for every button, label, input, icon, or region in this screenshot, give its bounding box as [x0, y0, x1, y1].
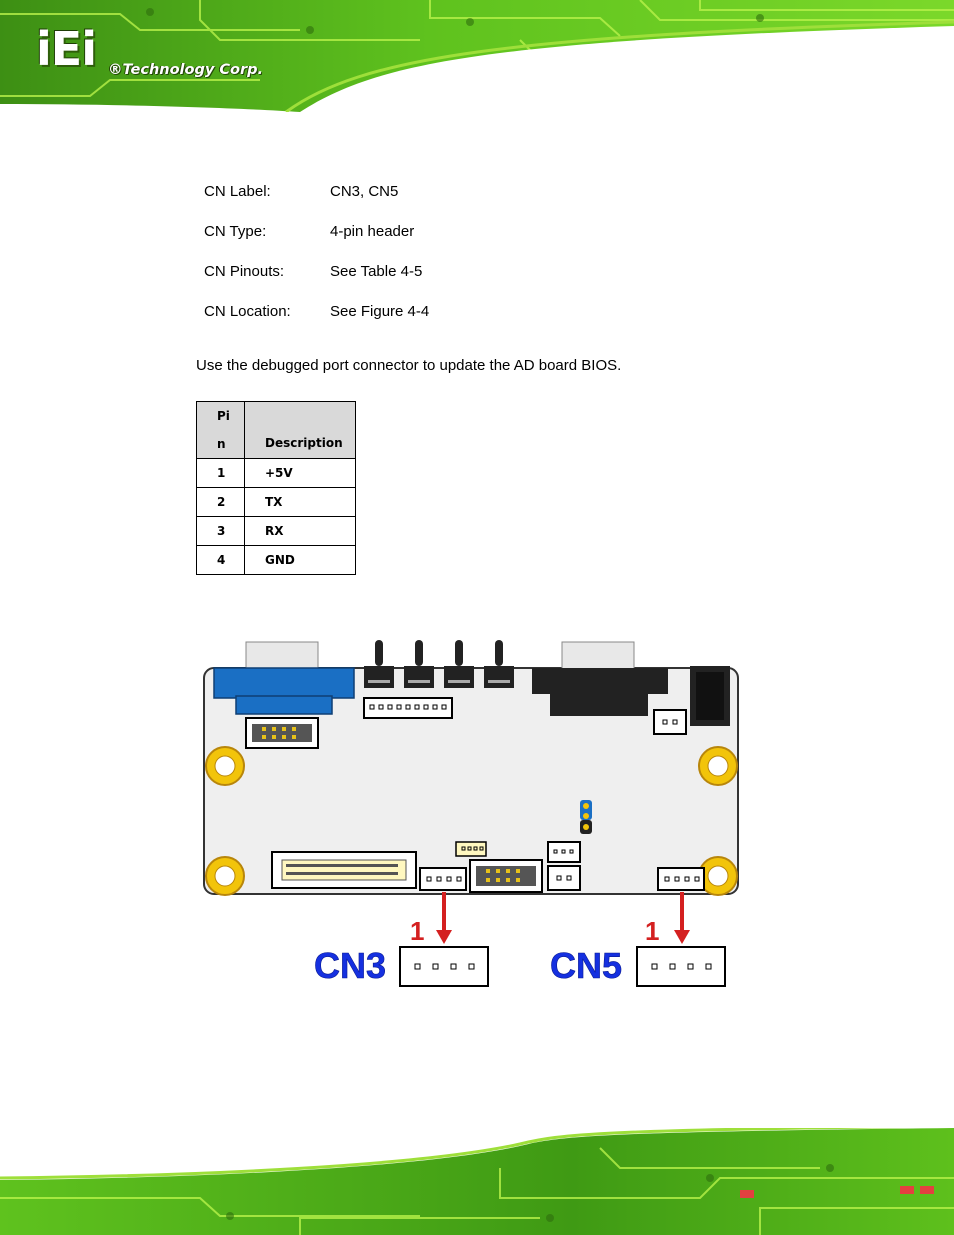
- jumper: [580, 800, 592, 834]
- pin-description: GND: [265, 553, 295, 567]
- pin-header-10: [245, 717, 319, 749]
- pin-number: 3: [217, 524, 226, 538]
- arrow-cn3: [436, 892, 452, 944]
- pin-header-line1: Pi: [217, 409, 230, 423]
- arrow-cn5: [674, 892, 690, 944]
- pin-header-line2: n: [217, 437, 226, 451]
- info-label: CN Pinouts:: [204, 263, 285, 280]
- description-header-text: Description: [265, 436, 343, 450]
- info-label: CN Type:: [204, 223, 267, 240]
- black-d-sub-connector: [532, 641, 668, 716]
- table-row: 1 +5V: [196, 458, 356, 488]
- table-row: 4 GND: [196, 545, 356, 575]
- cn5-board-header: [657, 867, 705, 891]
- cn3-label: CN3: [314, 945, 386, 986]
- pin-number: 2: [217, 495, 226, 509]
- mounting-holes: [205, 746, 738, 896]
- board-diagram: 1 1 CN3 CN5: [203, 640, 739, 987]
- pin-header-2: [653, 709, 687, 735]
- pin-header-3: [547, 841, 581, 863]
- vga-connector: [213, 641, 355, 715]
- pin-column-header: Pi n: [196, 401, 245, 459]
- info-value: CN3, CN5: [330, 183, 399, 200]
- tact-switches: [364, 640, 514, 688]
- description-paragraph: Use the debugged port connector to updat…: [196, 357, 622, 374]
- small-header-4: [455, 841, 487, 857]
- cn3-board-header: [419, 867, 467, 891]
- logo-mark: iEi: [36, 22, 97, 76]
- info-value: 4-pin header: [330, 223, 415, 240]
- cn5-pin1-marker: 1: [645, 916, 659, 946]
- info-value: See Figure 4-4: [330, 303, 430, 320]
- info-label: CN Location:: [204, 303, 291, 320]
- description-column-header: Description: [244, 401, 356, 459]
- table-row: 2 TX: [196, 487, 356, 517]
- pin-description: TX: [265, 495, 283, 509]
- power-jack: [690, 666, 730, 726]
- ide-connector: [271, 851, 417, 889]
- pin-header-9: [363, 697, 453, 719]
- circuit-board-footer-image: [0, 1128, 954, 1235]
- pin-number: 4: [217, 553, 226, 567]
- info-value: See Table 4-5: [330, 263, 423, 280]
- cn3-enlarged-header: [399, 946, 489, 987]
- footer-banner: [0, 1128, 954, 1235]
- pin-description: +5V: [265, 466, 293, 480]
- table-header-row: Pi n Description: [196, 401, 356, 459]
- cn5-enlarged-header: [636, 946, 726, 987]
- pin-description: RX: [265, 524, 284, 538]
- company-logo: iEi ®Technology Corp.: [36, 22, 263, 78]
- pin-header-2b: [547, 865, 581, 891]
- board-location-figure: 1 1 CN3 CN5: [200, 636, 740, 1001]
- pin-number: 1: [217, 466, 226, 480]
- cn3-pin1-marker: 1: [410, 916, 424, 946]
- info-label: CN Label:: [204, 183, 271, 200]
- pinout-table: Pi n Description 1 +5V 2 TX 3 RX 4 GND: [196, 401, 356, 575]
- company-name: ®Technology Corp.: [108, 62, 264, 78]
- circuit-board-background-image: [0, 0, 954, 112]
- table-row: 3 RX: [196, 516, 356, 546]
- header-banner: iEi ®Technology Corp.: [0, 0, 954, 112]
- box-header-10: [469, 859, 543, 893]
- cn5-label: CN5: [550, 945, 622, 986]
